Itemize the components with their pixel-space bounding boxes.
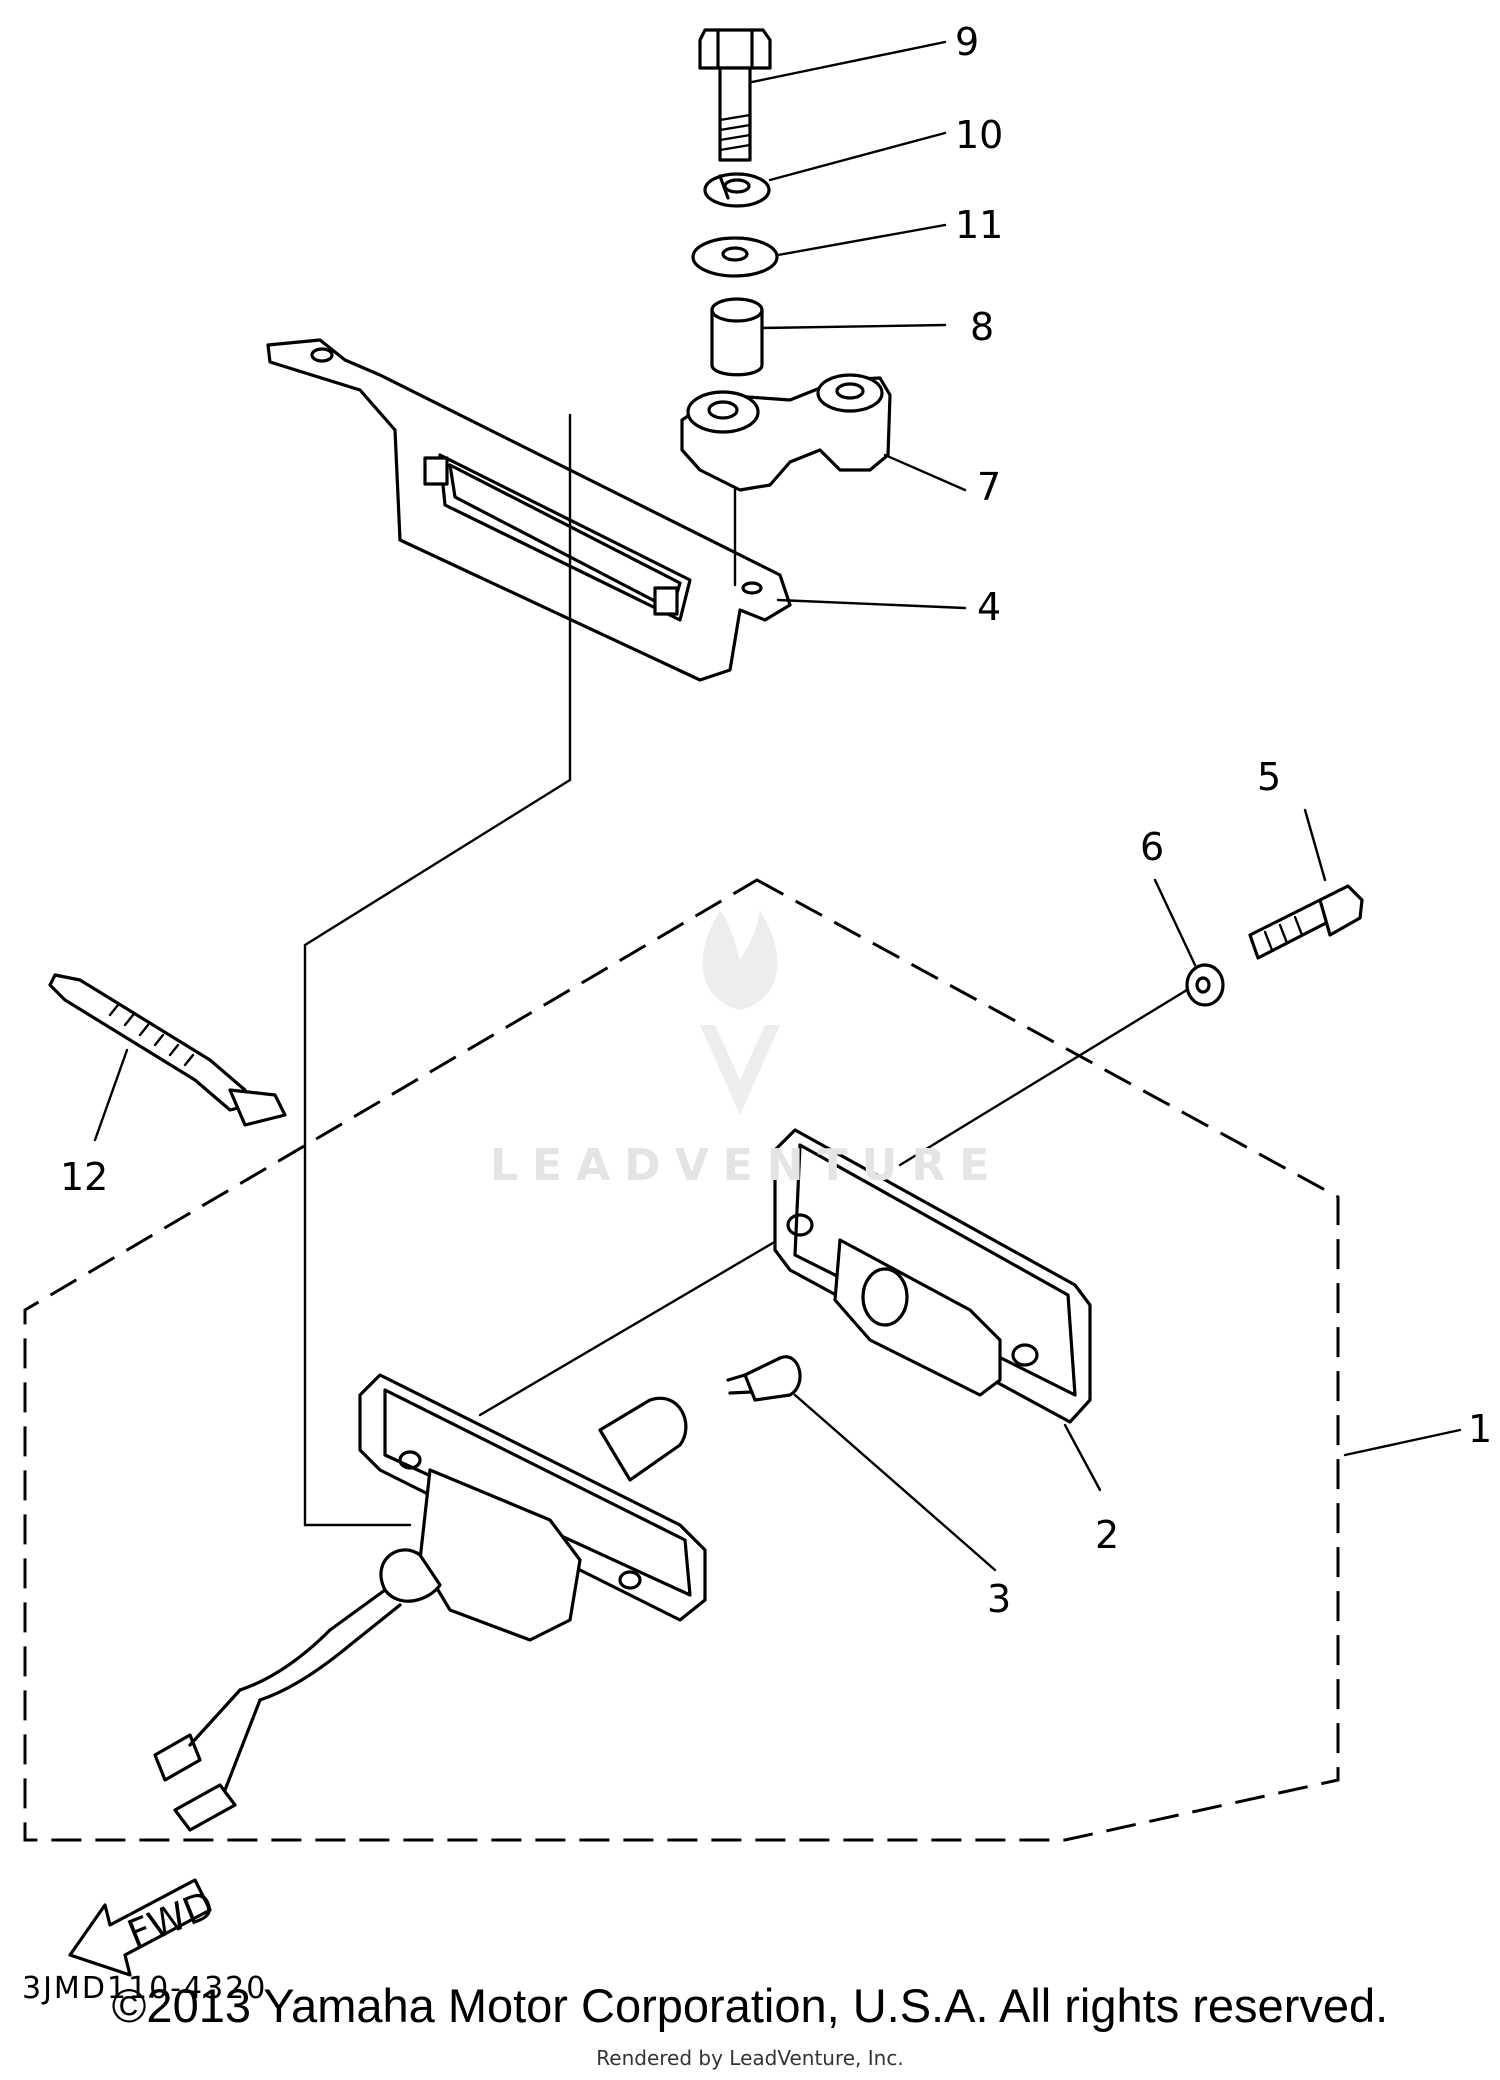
screw-icon [1248,884,1364,960]
bracket-arm-icon [680,373,892,492]
assembly-line [303,413,572,1527]
license-bracket-icon [266,338,792,682]
collar-icon [710,297,764,377]
lamp-housing-icon [153,1373,707,1832]
lens-icon [773,1128,1092,1424]
fwd-arrow-icon: FWD [68,1878,220,1977]
callout-1: 1 [1468,1407,1492,1451]
callout-11: 11 [955,203,1003,247]
callout-5: 5 [1257,755,1281,799]
leader-lines [93,40,1462,1572]
cable-tie-icon [48,973,287,1127]
washer-icon [1185,963,1225,1007]
bolt-icon [698,28,772,162]
watermark-text: LEADVENTURE [490,1140,1004,1191]
watermark-logo-icon [700,910,780,1115]
callout-12: 12 [60,1155,108,1199]
callout-3: 3 [987,1577,1011,1621]
washer-icon [691,236,779,278]
bulb-icon [726,1355,802,1402]
callout-7: 7 [977,465,1001,509]
lock-washer-icon [703,172,771,208]
assembly-outline [23,878,1340,1842]
callout-9: 9 [955,20,979,64]
callout-4: 4 [977,585,1001,629]
diagram-code: 3JMD110-4320 [22,1971,267,2006]
callout-6: 6 [1140,825,1164,869]
callout-8: 8 [970,305,994,349]
assembly-line [478,980,1202,1417]
callout-10: 10 [955,113,1003,157]
rendered-by-note: Rendered by LeadVenture, Inc. [596,2046,904,2070]
callout-2: 2 [1095,1513,1119,1557]
copyright-notice: ©2013 Yamaha Motor Corporation, U.S.A. A… [111,1979,1389,2032]
